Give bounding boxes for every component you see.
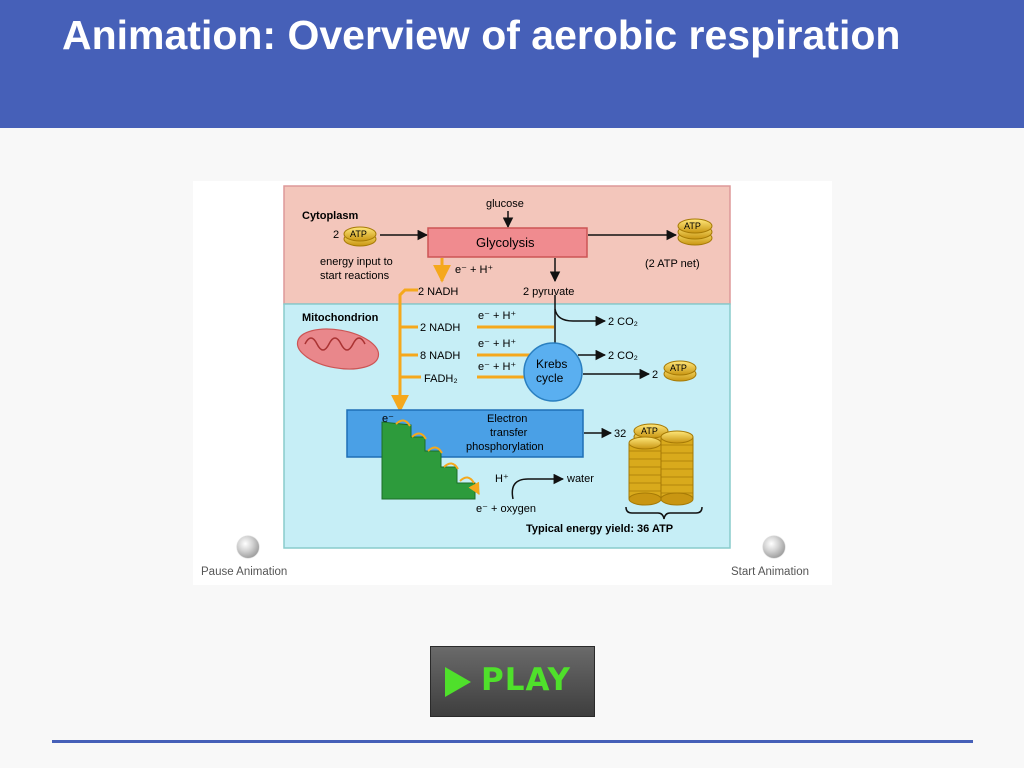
atp-coin-label: ATP <box>670 363 687 373</box>
electron-stairs-icon <box>381 419 480 500</box>
glycolysis-e-h: e⁻ + H⁺ <box>455 264 493 276</box>
krebs-label-1: Krebs <box>536 357 567 371</box>
etp-line-2: transfer <box>490 427 528 439</box>
h-plus-label: H⁺ <box>495 473 509 485</box>
pause-animation-label[interactable]: Pause Animation <box>201 566 288 578</box>
slide-title: Animation: Overview of aerobic respirati… <box>62 12 901 58</box>
krebs-label-2: cycle <box>536 371 564 385</box>
play-icon <box>445 667 471 697</box>
energy-yield-label: Typical energy yield: 36 ATP <box>526 523 673 535</box>
footer-rule <box>52 740 973 743</box>
mitochondrion-label: Mitochondrion <box>302 312 379 324</box>
co2-label-b: 2 CO₂ <box>608 350 638 362</box>
mitochondrion-icon <box>296 328 380 370</box>
atp-input-count: 2 <box>333 229 339 241</box>
e-h-label-1: e⁻ + H⁺ <box>478 310 516 322</box>
atp-coin-icon: ATP <box>663 360 697 382</box>
play-button-label: PLAY <box>481 662 571 698</box>
respiration-diagram: Cytoplasm glucose 2 ATP energy input to … <box>283 185 731 549</box>
nadh-2-label-b: 2 NADH <box>420 322 460 334</box>
pyruvate-label: 2 pyruvate <box>523 286 574 298</box>
fadh2-label: FADH₂ <box>424 373 458 385</box>
krebs-cycle-circle <box>523 342 583 402</box>
energy-input-line-2: start reactions <box>320 270 390 282</box>
glycolysis-box <box>427 227 588 258</box>
atp-coin-icon: ATP <box>343 226 377 247</box>
atp-net-label: (2 ATP net) <box>645 258 700 270</box>
e-h-label-3: e⁻ + H⁺ <box>478 361 516 373</box>
title-bar: Animation: Overview of aerobic respirati… <box>0 0 1024 128</box>
energy-input-line-1: energy input to <box>320 256 393 268</box>
glucose-label: glucose <box>486 198 524 210</box>
atp-coin-icon: ATP <box>677 218 713 246</box>
yield-brace <box>625 506 703 520</box>
nadh-2-label-a: 2 NADH <box>418 286 458 298</box>
e-oxygen-label: e⁻ + oxygen <box>476 503 536 515</box>
atp-coin-label: ATP <box>641 426 658 436</box>
etp-line-3: phosphorylation <box>466 441 544 453</box>
e-h-label-2: e⁻ + H⁺ <box>478 338 516 350</box>
co2-label-a: 2 CO₂ <box>608 316 638 328</box>
etp-line-1: Electron <box>487 413 527 425</box>
atp-coin-stack-icon <box>628 430 694 506</box>
start-radio-button[interactable] <box>763 536 785 558</box>
atp-coin-label: ATP <box>350 229 367 239</box>
atp-coin-label: ATP <box>684 221 701 231</box>
krebs-atp-count: 2 <box>652 369 658 381</box>
water-label: water <box>566 473 594 485</box>
glycolysis-label: Glycolysis <box>476 235 535 250</box>
nadh-8-label: 8 NADH <box>420 350 460 362</box>
animation-panel: Cytoplasm glucose 2 ATP energy input to … <box>193 181 832 585</box>
cytoplasm-label: Cytoplasm <box>302 210 358 222</box>
pause-radio-button[interactable] <box>237 536 259 558</box>
etp-atp-count: 32 <box>614 428 626 440</box>
start-animation-label[interactable]: Start Animation <box>731 566 809 578</box>
play-button[interactable]: PLAY <box>430 646 595 717</box>
